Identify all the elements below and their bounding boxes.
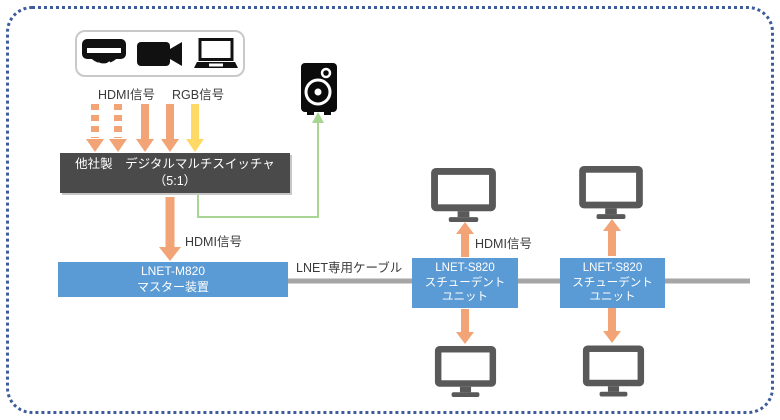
student1-monitor-down-arrow — [456, 309, 474, 344]
hdmi-out-label: HDMI信号 — [185, 235, 242, 249]
rgb-arrow-yellow — [186, 104, 204, 152]
student-unit-1-box: LNET-S820 スチューデント ユニット — [412, 258, 518, 308]
master-model: LNET-M820 — [140, 263, 206, 278]
student2-monitor-down-arrow — [603, 308, 621, 343]
video-camera-icon — [137, 41, 182, 66]
audio-line-to-speaker — [197, 112, 324, 218]
student2-monitor-up-arrow — [603, 219, 621, 256]
monitor-bottom-2-icon — [582, 345, 645, 397]
hdmi-source-label: HDMI信号 — [98, 88, 155, 102]
monitor-top-2-icon — [579, 165, 643, 219]
hdmi-arrow-dashed-1 — [86, 104, 104, 152]
hdmi-student-label: HDMI信号 — [475, 237, 532, 251]
hdmi-out-arrow — [159, 197, 181, 261]
student1-role-line2: ユニット — [442, 291, 488, 304]
student1-monitor-up-arrow — [456, 222, 474, 257]
speaker-icon — [301, 63, 337, 115]
student2-model: LNET-S820 — [582, 261, 643, 274]
lnet-cable-label: LNET専用ケーブル — [296, 261, 403, 275]
monitor-bottom-1-icon — [434, 345, 497, 397]
student2-role-line2: ユニット — [589, 291, 636, 304]
student1-model: LNET-S820 — [435, 261, 495, 274]
multi-switcher-box: 他社製 デジタルマルチスイッチャ （5:1） — [60, 153, 290, 193]
student2-role-line1: スチューデント — [572, 276, 653, 289]
hdmi-arrow-solid-1 — [136, 104, 154, 152]
hdmi-arrow-solid-2 — [161, 104, 179, 152]
student-unit-2-box: LNET-S820 スチューデント ユニット — [560, 258, 665, 308]
rgb-source-label: RGB信号 — [172, 88, 225, 102]
source-devices-box — [75, 30, 245, 77]
monitor-top-1-icon — [431, 167, 496, 222]
switcher-ratio: （5:1） — [153, 174, 197, 188]
master-role: マスター装置 — [136, 279, 209, 294]
master-unit-box: LNET-M820 マスター装置 — [58, 262, 288, 297]
dvd-player-icon — [82, 38, 126, 66]
laptop-icon — [194, 37, 238, 68]
switcher-name: 他社製 デジタルマルチスイッチャ — [75, 157, 275, 172]
student1-role-line1: スチューデント — [424, 276, 506, 289]
hdmi-arrow-dashed-2 — [109, 104, 127, 152]
